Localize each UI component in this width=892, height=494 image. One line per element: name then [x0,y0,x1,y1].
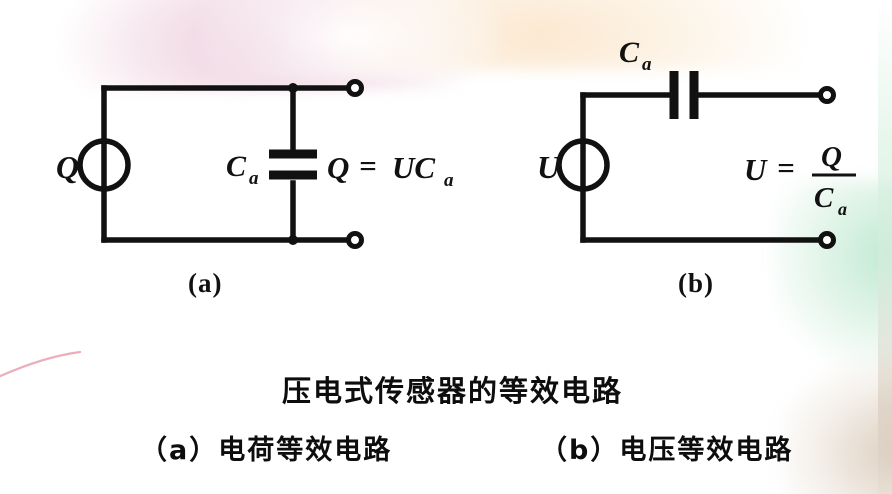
equation-a-lhs: Q [327,150,349,185]
subfigure-label-b: (b) [678,268,714,298]
source-label-u: U [537,149,562,185]
output-terminal-top [346,79,364,97]
pink-curve-stroke-decoration [0,350,82,378]
equation-b-denominator-sub: a [838,199,847,219]
capacitor-label-sub-a: a [249,168,259,189]
tan-wash-decoration [782,360,892,494]
equation-b-equals: = [777,150,795,185]
caption-subfigure-a: （a）电荷等效电路 [140,435,393,466]
subfigure-a-circuit: Q C a Q = UC a [56,79,454,249]
equation-a-rhs: UC [392,150,435,185]
output-terminal-bottom [346,231,364,249]
output-terminal-b-bottom [818,231,836,249]
subfigure-b-circuit: U C a U = Q C a [537,36,856,249]
subfigure-label-a: (a) [188,268,223,298]
equation-a-equals: = [359,148,377,183]
equation-b-numerator: Q [821,141,842,173]
figure-title-caption: 压电式传感器的等效电路 [282,374,624,408]
circuit-diagram-figure: .wire { stroke:#111111; stroke-width:5.5… [56,36,856,249]
output-terminal-b-top [818,86,836,104]
capacitor-b-label-c: C [619,36,640,69]
junction-dot-top [288,83,298,93]
capacitor-label-c: C [226,150,247,183]
equation-b-denominator: C [814,182,834,214]
equation-a-rhs-sub: a [444,170,454,191]
capacitor-b-label-sub-a: a [642,54,652,75]
source-label-q: Q [56,149,79,185]
caption-subfigure-b: （b）电压等效电路 [540,435,794,466]
equation-b-lhs: U [744,152,768,187]
junction-dot-bottom [288,235,298,245]
